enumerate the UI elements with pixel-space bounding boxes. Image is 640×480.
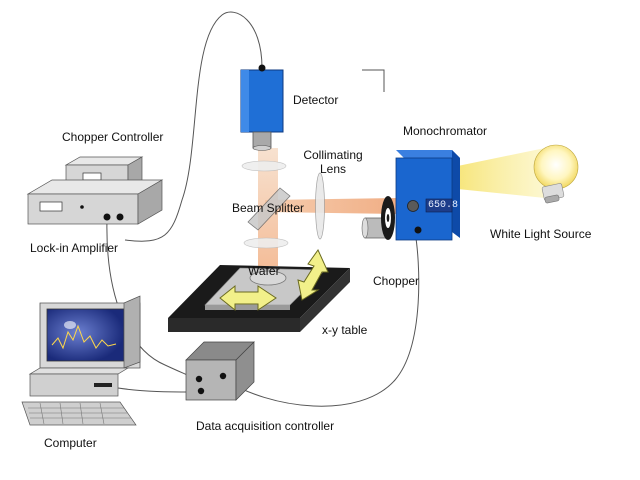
chopper: [361, 196, 395, 240]
upper-lens: [241, 160, 287, 172]
wafer-label: Wafer: [248, 264, 280, 278]
probe-beam: [265, 198, 397, 214]
wafer: [249, 270, 287, 286]
xy-table-label: x-y table: [322, 323, 368, 337]
monitor-icon: [39, 295, 141, 375]
white-light-beam: [448, 148, 545, 198]
marker-corner-line: [362, 69, 385, 92]
motion-arrows: [219, 249, 329, 312]
detector-cable: [124, 11, 263, 242]
beam-splitter-label: Beam Splitter: [232, 201, 305, 215]
y-motion-arrow-icon: [297, 249, 329, 301]
beam-splitter: [247, 187, 291, 231]
monochromator-label: Monochromator: [403, 124, 488, 138]
chopper-label: Chopper: [373, 274, 420, 288]
detector: [240, 64, 284, 151]
white-light-source-label: White Light Source: [490, 227, 592, 241]
lower-lens: [243, 237, 289, 249]
keyboard-icon: [21, 401, 137, 426]
computer-to-daq-cable: [117, 387, 193, 393]
collimating-lens: [315, 172, 325, 240]
lightbulb-icon: [533, 144, 579, 204]
chopper-controller-label: Chopper Controller: [62, 130, 164, 144]
lock-in-amplifier-label: Lock-in Amplifier: [30, 241, 119, 255]
collimating-lens-label: Collimating Lens: [303, 148, 363, 176]
computer-label: Computer: [44, 436, 97, 450]
chopper-to-daq-cable: [221, 231, 420, 407]
monochromator: [395, 150, 460, 241]
detector-label: Detector: [293, 93, 339, 107]
data-acquisition-controller: [185, 341, 255, 401]
lock-in-amplifier: [26, 179, 164, 225]
x-motion-arrow-icon: [219, 284, 277, 312]
monochromator-wavelength-readout: 650.8: [428, 200, 459, 211]
computer: [21, 295, 141, 426]
data-acquisition-controller-label: Data acquisition controller: [196, 419, 335, 433]
